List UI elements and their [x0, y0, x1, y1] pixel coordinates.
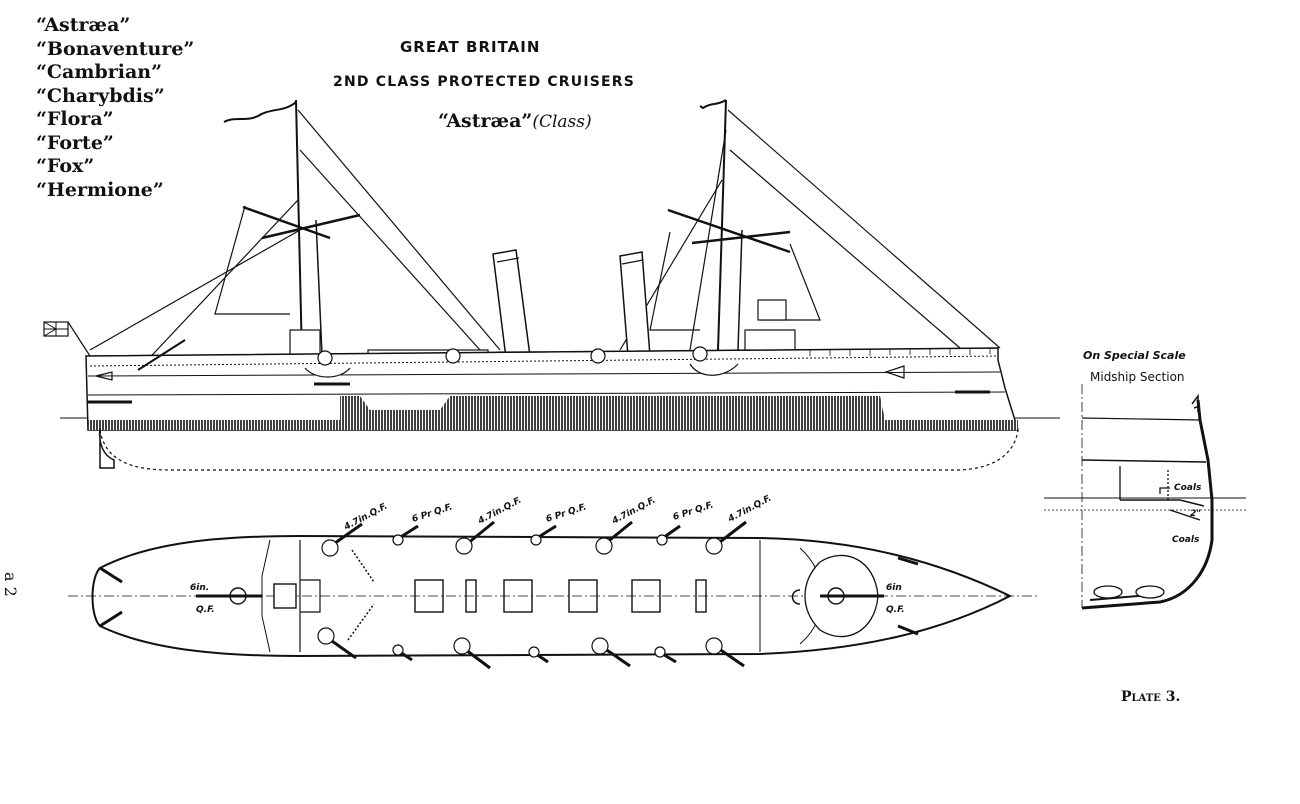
midship-scale-note: On Special Scale — [1083, 349, 1186, 362]
class-suffix: (Class) — [532, 112, 592, 132]
gun-label: 6 Pr Q.F. — [672, 500, 715, 522]
boat-davit — [137, 339, 186, 371]
gun-mount — [445, 348, 461, 364]
hatch — [414, 579, 444, 613]
hatch — [568, 579, 598, 613]
ship-name: “Astræa” — [36, 14, 131, 36]
main-yard — [667, 208, 791, 254]
anchor — [99, 610, 123, 628]
coals-upper-label: Coals — [1174, 483, 1202, 493]
gun-label: 6 Pr Q.F. — [411, 502, 454, 524]
fore-pennant — [223, 101, 297, 123]
hull-plan — [91, 534, 1013, 658]
hatch — [465, 579, 477, 613]
double-bottom — [1093, 585, 1123, 599]
anchor-mark — [95, 371, 113, 381]
gun-label: 4.7in.Q.F. — [610, 496, 658, 528]
gun-mount — [317, 350, 333, 366]
main-deck — [1081, 459, 1207, 463]
main-stay — [649, 231, 700, 331]
main-pennant — [699, 99, 727, 110]
page-mark: a 2 — [1, 572, 20, 597]
ship-name: “Cambrian” — [36, 61, 163, 83]
class-title: “Astræa”(Class) — [438, 110, 592, 132]
protective-deck — [1120, 499, 1205, 507]
fore-topmast — [315, 219, 323, 356]
bow-gun-qf-label: Q.F. — [196, 605, 215, 615]
sponson — [689, 363, 739, 376]
armor-belt — [88, 420, 1018, 430]
deck-plan — [68, 520, 1040, 670]
ship-names-list: “Astræa” “Bonaventure” “Cambrian” “Chary… — [36, 14, 194, 202]
ship-name: “Hermione” — [36, 178, 164, 201]
conning-tower — [273, 583, 297, 609]
fore-yard — [242, 205, 331, 240]
rigging — [89, 229, 301, 351]
coals-lower-label: Coals — [1172, 535, 1200, 545]
hull-section — [1081, 399, 1214, 610]
anchor — [897, 556, 919, 566]
anchor — [897, 624, 919, 636]
fore-funnel — [492, 249, 531, 359]
midship-section — [1044, 384, 1246, 610]
torpedo-line — [351, 549, 375, 583]
ship-name: “Forte” — [36, 131, 114, 154]
midship-title: Midship Section — [1090, 370, 1185, 384]
fore-yard — [261, 213, 361, 240]
stern-gun-label: 6in — [886, 583, 902, 593]
armor-thickness-label: 2" — [1190, 509, 1201, 519]
gun-mount — [692, 346, 708, 362]
ship-name: “Bonaventure” — [36, 37, 195, 60]
stern-gun-qf-label: Q.F. — [886, 605, 905, 615]
armor-belt — [340, 396, 885, 420]
upper-deck — [1081, 417, 1201, 421]
double-bottom — [1135, 585, 1165, 599]
ship-name: “Fox” — [36, 155, 95, 177]
hatch — [631, 579, 661, 613]
keel-outline — [99, 429, 1019, 471]
ram-bow — [98, 427, 115, 469]
hatch — [503, 579, 533, 613]
country-title: GREAT BRITAIN — [400, 38, 541, 56]
category-title: 2ND CLASS PROTECTED CRUISERS — [333, 74, 636, 90]
capstan — [791, 589, 801, 605]
ship-name: “Flora” — [36, 108, 114, 130]
bow-gun-label: 6in. — [190, 583, 209, 593]
gun-label: 6 Pr Q.F. — [545, 502, 588, 524]
gun-mount — [590, 348, 606, 364]
plate-number: Plate 3. — [1121, 689, 1181, 705]
ship-name: “Charybdis” — [36, 84, 165, 107]
anchor — [99, 566, 123, 584]
gun-label: 4.7in.Q.F. — [726, 494, 774, 526]
torpedo-line — [347, 603, 375, 641]
rigging — [297, 109, 501, 351]
gun-label: 4.7in.Q.F. — [342, 502, 390, 534]
gun-label: 4.7in.Q.F. — [476, 496, 524, 528]
hatch — [695, 579, 707, 613]
rigging — [727, 109, 1001, 349]
rigging — [139, 199, 299, 369]
profile-view — [43, 99, 1060, 471]
class-name: “Astræa” — [438, 110, 533, 132]
aft-funnel — [619, 251, 651, 357]
anchor-mark — [884, 365, 905, 379]
rigging — [729, 149, 961, 349]
fore-stay — [214, 205, 290, 315]
sponson — [304, 367, 351, 378]
main-topmast — [737, 229, 743, 351]
rigging — [299, 149, 481, 351]
chart-house — [757, 299, 787, 321]
